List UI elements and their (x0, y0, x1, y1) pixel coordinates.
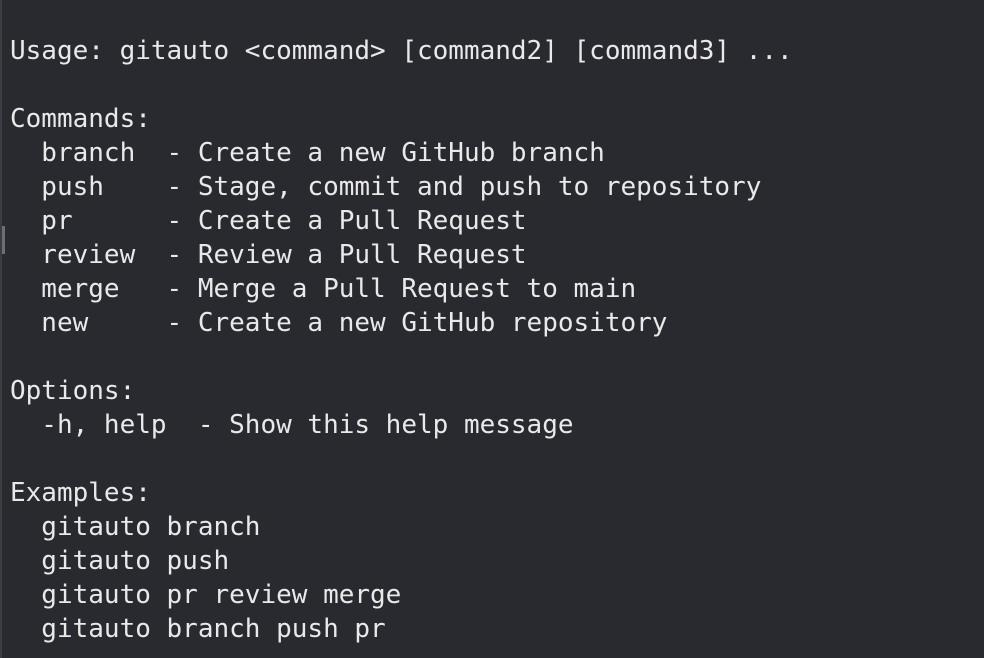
usage-line: Usage: gitauto <command> [command2] [com… (10, 36, 793, 66)
command-review-line: review - Review a Pull Request (10, 240, 527, 270)
example-line: gitauto push (10, 546, 230, 576)
blank-line (10, 68, 793, 102)
options-heading: Options: (10, 376, 136, 406)
example-line: gitauto branch push pr (10, 614, 386, 644)
option-help-line: -h, help - Show this help message (10, 410, 574, 440)
command-merge-line: merge - Merge a Pull Request to main (10, 274, 637, 304)
blank-line (10, 340, 793, 374)
terminal-output: Usage: gitauto <command> [command2] [com… (10, 34, 793, 646)
example-line: gitauto pr review merge (10, 580, 402, 610)
command-branch-line: branch - Create a new GitHub branch (10, 138, 605, 168)
examples-heading: Examples: (10, 478, 151, 508)
example-line: gitauto branch (10, 512, 261, 542)
command-pr-line: pr - Create a Pull Request (10, 206, 527, 236)
command-push-line: push - Stage, commit and push to reposit… (10, 172, 762, 202)
scroll-gutter-mark (2, 226, 5, 254)
commands-heading: Commands: (10, 104, 151, 134)
blank-line (10, 442, 793, 476)
command-new-line: new - Create a new GitHub repository (10, 308, 668, 338)
